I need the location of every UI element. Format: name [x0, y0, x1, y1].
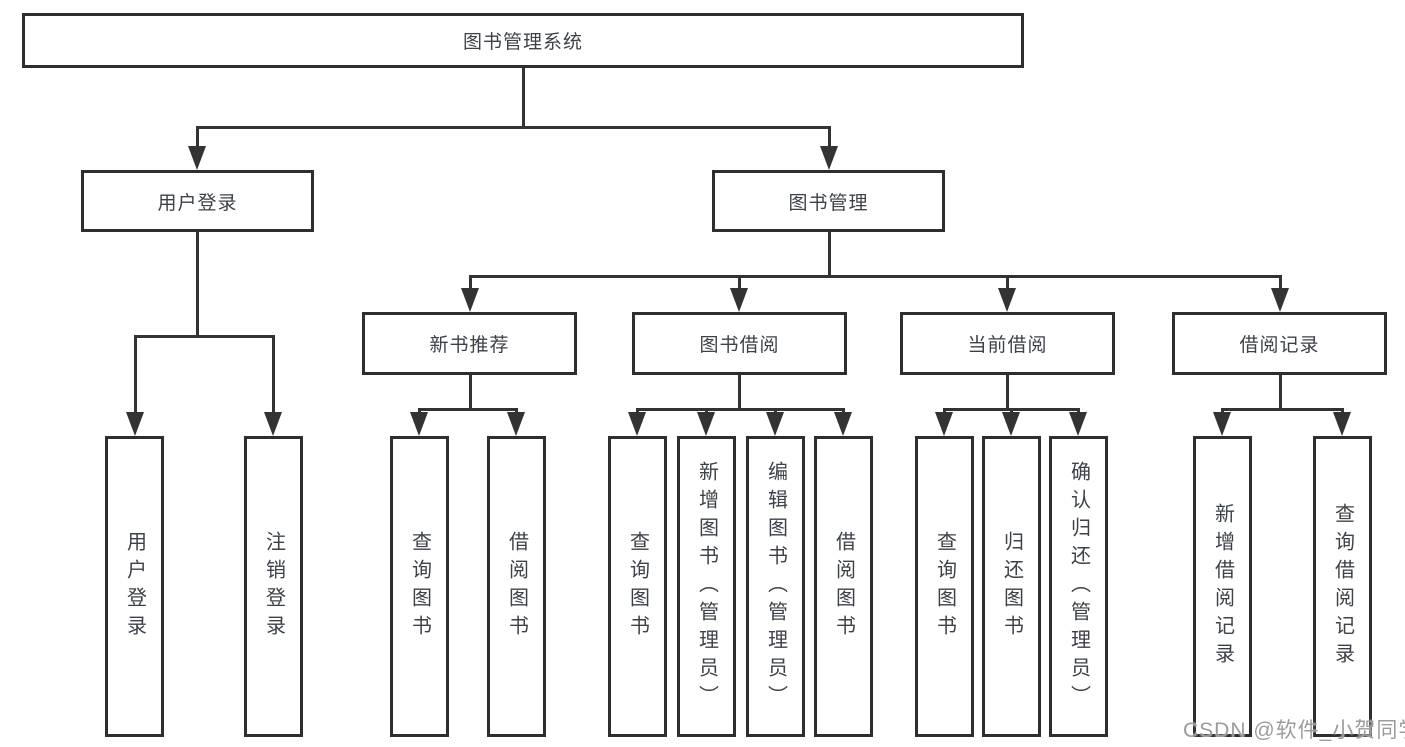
- node-leaf-query-book-current-label: 查询图书: [933, 530, 956, 643]
- node-new-book-recommend-label: 新书推荐: [429, 335, 510, 356]
- node-leaf-query-book-recommend-label: 查询图书: [408, 530, 431, 643]
- connector-to-leaf-user-login: [134, 335, 137, 415]
- node-leaf-borrow-book-recommend: 借阅图书: [487, 436, 546, 737]
- node-leaf-query-book-borrow: 查询图书: [608, 436, 667, 737]
- node-leaf-borrow-book-label: 借阅图书: [832, 530, 855, 643]
- connector-borrow-record-stem: [1279, 375, 1282, 411]
- connector-to-book-borrow: [738, 275, 741, 291]
- node-current-borrow: 当前借阅: [900, 312, 1115, 375]
- arrow-down-icon: [730, 288, 748, 312]
- arrow-down-icon: [820, 146, 838, 170]
- node-leaf-logout-label: 注销登录: [262, 530, 285, 643]
- node-book-management-label: 图书管理: [788, 192, 869, 214]
- node-leaf-edit-book: 编辑图书（管理员）: [746, 436, 805, 737]
- arrow-down-icon: [461, 288, 479, 312]
- connector-book-borrow-bar: [636, 408, 845, 411]
- node-book-borrow: 图书借阅: [632, 312, 847, 375]
- node-leaf-borrow-book-recommend-label: 借阅图书: [505, 530, 528, 643]
- connector-to-borrow-record: [1279, 275, 1282, 291]
- node-leaf-add-book: 新增图书（管理员）: [677, 436, 736, 737]
- arrow-down-icon: [1333, 412, 1351, 436]
- connector-to-current-borrow: [1006, 275, 1009, 291]
- node-leaf-user-login-label: 用户登录: [123, 530, 146, 643]
- node-leaf-confirm-return: 确认归还（管理员）: [1049, 436, 1108, 737]
- arrow-down-icon: [628, 412, 646, 436]
- node-borrow-record: 借阅记录: [1172, 312, 1387, 375]
- watermark-text: CSDN @软件_小贺同学: [1183, 719, 1405, 742]
- connector-book-management-bar: [469, 275, 1282, 278]
- connector-current-borrow-stem: [1006, 375, 1009, 411]
- connector-new-book-recommend-bar: [418, 408, 518, 411]
- arrow-down-icon: [935, 412, 953, 436]
- node-leaf-add-borrow-record-label: 新增借阅记录: [1211, 502, 1234, 671]
- connector-book-management-stem: [828, 232, 831, 278]
- node-borrow-record-label: 借阅记录: [1239, 335, 1320, 356]
- node-leaf-query-book-current: 查询图书: [915, 436, 974, 737]
- arrow-down-icon: [697, 412, 715, 436]
- node-root-label: 图书管理系统: [462, 32, 583, 53]
- arrow-down-icon: [507, 412, 525, 436]
- node-leaf-borrow-book: 借阅图书: [814, 436, 873, 737]
- arrow-down-icon: [1002, 412, 1020, 436]
- node-root: 图书管理系统: [22, 13, 1024, 68]
- node-leaf-user-login: 用户登录: [105, 436, 164, 737]
- node-book-management: 图书管理: [712, 170, 945, 232]
- node-leaf-add-book-label: 新增图书（管理员）: [695, 460, 718, 713]
- node-leaf-edit-book-label: 编辑图书（管理员）: [764, 460, 787, 713]
- arrow-down-icon: [410, 412, 428, 436]
- connector-to-leaf-logout: [272, 335, 275, 415]
- node-new-book-recommend: 新书推荐: [362, 312, 577, 375]
- connector-to-book-management: [828, 126, 831, 150]
- node-leaf-query-borrow-record: 查询借阅记录: [1313, 436, 1372, 737]
- node-leaf-return-book: 归还图书: [982, 436, 1041, 737]
- arrow-down-icon: [1213, 412, 1231, 436]
- arrow-down-icon: [998, 288, 1016, 312]
- node-user-login: 用户登录: [81, 170, 314, 232]
- connector-user-login-stem: [196, 232, 199, 338]
- connector-to-user-login: [196, 126, 199, 150]
- arrow-down-icon: [834, 412, 852, 436]
- node-book-borrow-label: 图书借阅: [699, 335, 780, 356]
- connector-root-stem: [522, 68, 525, 126]
- connector-user-login-bar: [134, 335, 275, 338]
- arrow-down-icon: [1069, 412, 1087, 436]
- arrow-down-icon: [126, 412, 144, 436]
- connector-root-bar: [196, 126, 831, 129]
- arrow-down-icon: [1271, 288, 1289, 312]
- connector-to-new-book-recommend: [469, 275, 472, 291]
- node-current-borrow-label: 当前借阅: [967, 335, 1048, 356]
- node-leaf-query-borrow-record-label: 查询借阅记录: [1331, 502, 1354, 671]
- arrow-down-icon: [188, 146, 206, 170]
- node-leaf-logout: 注销登录: [244, 436, 303, 737]
- arrow-down-icon: [264, 412, 282, 436]
- node-leaf-query-book-borrow-label: 查询图书: [626, 530, 649, 643]
- connector-book-borrow-stem: [738, 375, 741, 411]
- node-leaf-return-book-label: 归还图书: [1000, 530, 1023, 643]
- node-user-login-label: 用户登录: [157, 192, 238, 214]
- connector-new-book-recommend-stem: [469, 375, 472, 411]
- node-leaf-add-borrow-record: 新增借阅记录: [1193, 436, 1252, 737]
- node-leaf-query-book-recommend: 查询图书: [390, 436, 449, 737]
- arrow-down-icon: [766, 412, 784, 436]
- connector-borrow-record-bar: [1221, 408, 1344, 411]
- node-leaf-confirm-return-label: 确认归还（管理员）: [1067, 460, 1090, 713]
